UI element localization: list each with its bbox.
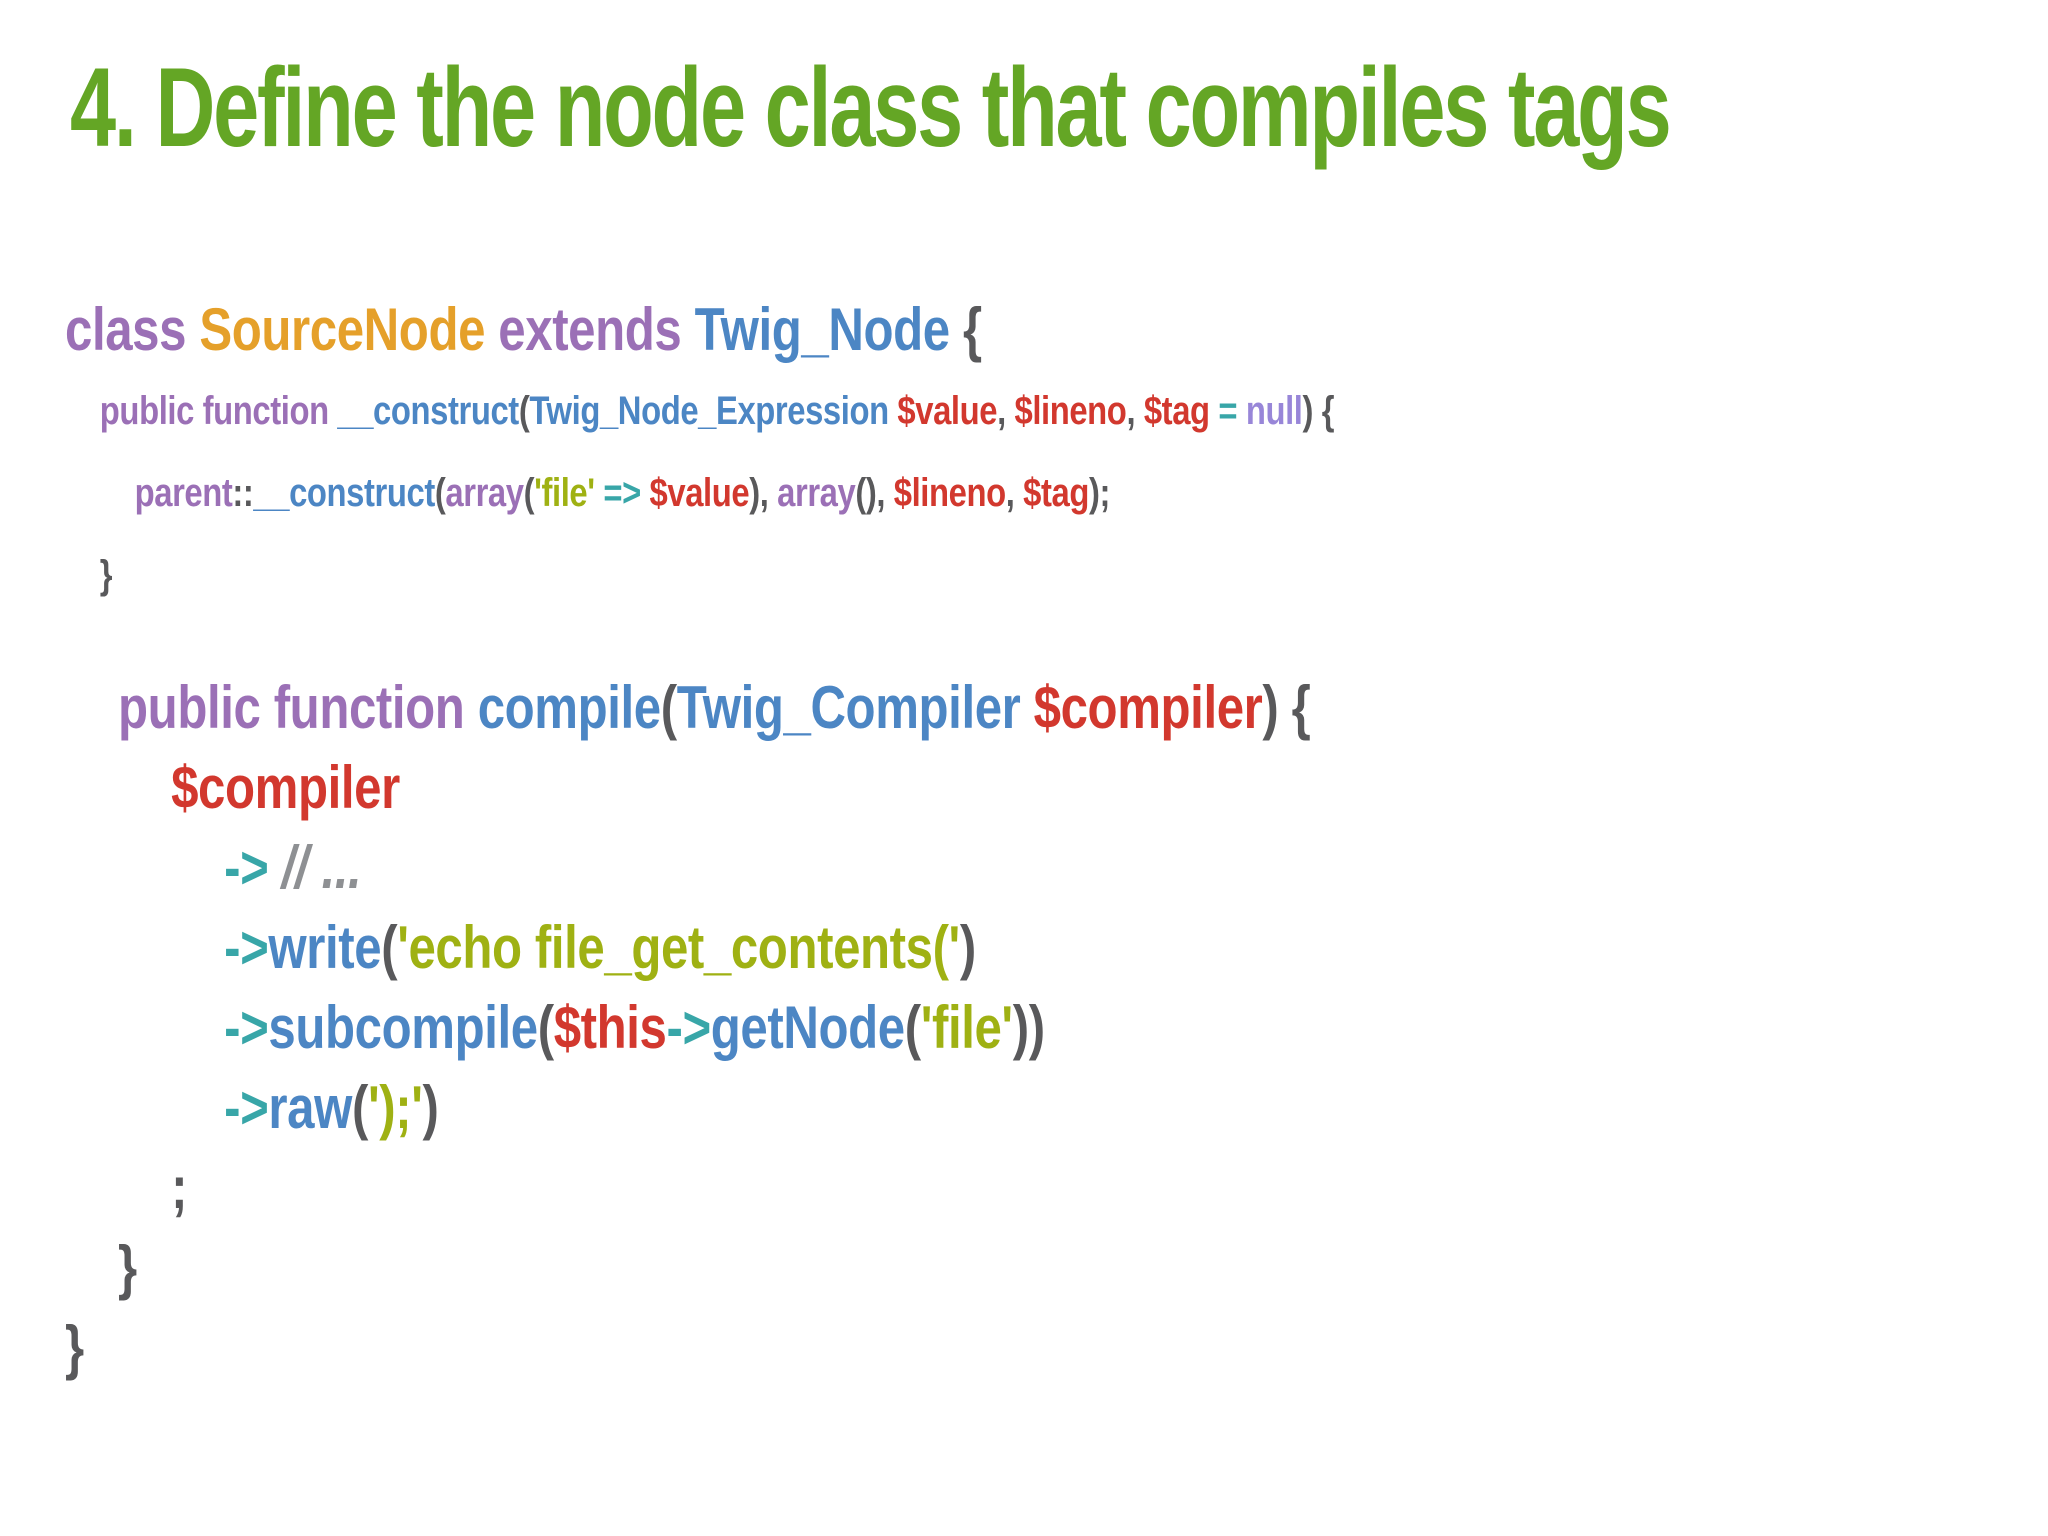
code-token-punctuation [65, 754, 171, 821]
code-token-punctuation [268, 834, 281, 901]
code-token-punctuation: , [1126, 389, 1144, 434]
code-token-punctuation: , [997, 389, 1015, 434]
code-token-punctuation [1237, 389, 1246, 433]
code-token-punctuation [595, 471, 604, 515]
code-token-identifier: compile [477, 674, 661, 742]
code-token-punctuation: ( [351, 1074, 368, 1142]
code-token-punctuation: , [1005, 471, 1024, 516]
code-token-punctuation: ( [660, 674, 677, 742]
code-token-punctuation: } [65, 1314, 84, 1382]
code-token-punctuation: )) [1012, 994, 1045, 1062]
code-token-punctuation: ) { [1262, 674, 1311, 742]
code-token-punctuation [65, 834, 224, 901]
code-token-punctuation: } [65, 1234, 137, 1302]
code-token-punctuation: ) [959, 914, 976, 982]
code-line [65, 616, 1691, 668]
code-token-keyword: array [445, 471, 524, 516]
code-token-variable: $this [553, 994, 667, 1062]
code-token-punctuation: } [65, 553, 113, 598]
code-token-variable: $tag [1143, 389, 1210, 434]
code-line: public function __construct(Twig_Node_Ex… [65, 370, 1691, 452]
code-token-operator: -> [224, 1074, 269, 1142]
code-line: ->raw(');') [65, 1068, 1691, 1148]
code-token-string: 'file' [920, 994, 1013, 1062]
code-token-keyword: extends [485, 296, 695, 364]
code-token-punctuation [65, 674, 118, 741]
code-line: parent::__construct(array('file' => $val… [65, 452, 1691, 534]
code-token-keyword: parent [134, 471, 233, 516]
code-token-identifier: Twig_Node [694, 296, 950, 364]
code-token-string: ');' [367, 1074, 423, 1142]
code-token-variable: $tag [1023, 471, 1089, 516]
code-token-punctuation: :: [232, 471, 254, 516]
code-token-identifier: Twig_Compiler [676, 674, 1034, 742]
code-line: class SourceNode extends Twig_Node { [65, 290, 1691, 370]
code-token-identifier: getNode [710, 994, 905, 1062]
code-token-identifier: write [268, 914, 382, 982]
code-line: ->write('echo file_get_contents(') [65, 908, 1691, 988]
code-token-punctuation [65, 994, 224, 1061]
code-token-punctuation: ( [523, 471, 535, 516]
code-token-identifier: __construct [253, 471, 435, 516]
code-token-operator: -> [224, 994, 269, 1062]
code-token-string: 'file' [534, 471, 595, 516]
code-line: -> // ... [65, 828, 1691, 908]
code-token-punctuation: ( [537, 994, 554, 1062]
code-line: } [65, 1308, 1691, 1388]
code-token-keyword: array [777, 471, 856, 516]
code-token-variable: $compiler [171, 754, 400, 822]
code-line: public function compile(Twig_Compiler $c… [65, 668, 1691, 748]
code-token-operator: -> [224, 914, 269, 982]
code-token-punctuation [641, 471, 650, 515]
code-token-identifier: __construct [337, 389, 519, 434]
code-token-punctuation: ; [65, 1154, 188, 1222]
code-token-string: 'echo file_get_contents(' [397, 914, 960, 982]
code-token-identifier: subcompile [268, 994, 538, 1062]
code-line: ->subcompile($this->getNode('file')) [65, 988, 1691, 1068]
code-token-operator: -> [224, 834, 269, 902]
code-line: } [65, 534, 1691, 616]
code-token-punctuation: ), [749, 471, 778, 516]
code-token-identifier: raw [268, 1074, 352, 1142]
code-token-punctuation: ( [434, 471, 446, 516]
code-token-keyword: public function [99, 389, 338, 434]
code-token-operator: -> [666, 994, 711, 1062]
code-token-variable: $value [649, 471, 750, 516]
code-token-punctuation: (), [855, 471, 894, 516]
code-token-punctuation [65, 389, 100, 433]
code-token-variable: $lineno [893, 471, 1006, 516]
code-token-identifier: Twig_Node_Expression [529, 389, 898, 434]
code-token-punctuation: ) [422, 1074, 439, 1142]
code-token-operator: => [603, 471, 641, 516]
code-token-punctuation: ( [904, 994, 921, 1062]
code-token-punctuation: ) { [1302, 389, 1335, 434]
code-token-variable: $value [897, 389, 998, 434]
code-line: $compiler [65, 748, 1691, 828]
code-line: } [65, 1228, 1691, 1308]
code-block: class SourceNode extends Twig_Node { pub… [65, 290, 2048, 1388]
code-token-constant: null [1245, 389, 1303, 434]
code-token-punctuation [65, 914, 224, 981]
code-token-keyword: public function [118, 674, 478, 742]
code-token-punctuation [1210, 389, 1219, 433]
code-token-comment: // ... [281, 834, 362, 902]
code-token-punctuation: ( [518, 389, 530, 434]
code-token-keyword: class [65, 296, 200, 364]
code-token-classname: SourceNode [199, 296, 486, 364]
code-token-variable: $compiler [1033, 674, 1263, 742]
code-token-punctuation: ); [1088, 471, 1110, 516]
code-token-variable: $lineno [1014, 389, 1127, 434]
code-token-punctuation: ( [381, 914, 398, 982]
code-line: ; [65, 1148, 1691, 1228]
code-token-punctuation [65, 1074, 224, 1141]
code-token-punctuation: { [949, 296, 982, 364]
slide-title: 4. Define the node class that compiles t… [70, 45, 1672, 170]
code-token-operator: = [1218, 389, 1238, 434]
code-token-punctuation [65, 471, 135, 515]
